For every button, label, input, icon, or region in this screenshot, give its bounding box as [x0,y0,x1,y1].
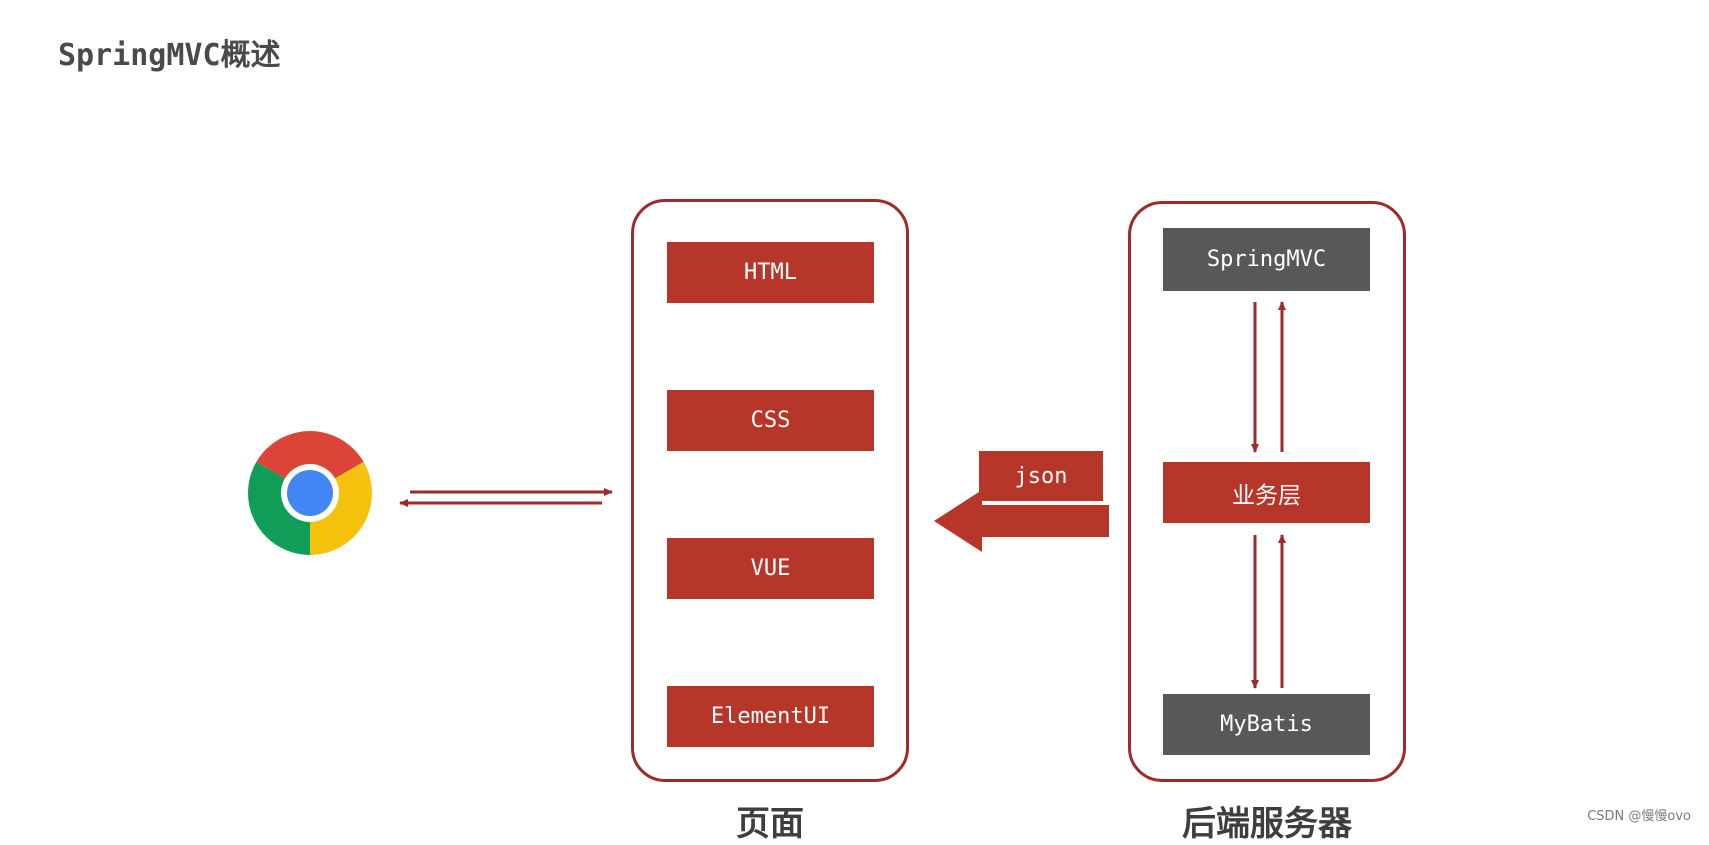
page-title: SpringMVC概述 [58,38,281,73]
chrome-browser-icon [248,431,372,555]
frontend-group-frame [631,199,909,782]
service-layer-box: 业务层 [1163,462,1370,523]
frontend-label: 页面 [736,804,804,844]
springmvc-box: SpringMVC [1163,228,1370,291]
backend-label: 后端服务器 [1182,804,1352,844]
json-response-arrow [934,490,1109,552]
css-box: CSS [667,390,874,451]
html-box: HTML [667,242,874,303]
source-watermark: CSDN @慢慢ovo [1587,809,1691,824]
json-label-box: json [979,451,1103,501]
backend-group-frame [1128,201,1406,782]
mybatis-box: MyBatis [1163,694,1370,755]
elementui-box: ElementUI [667,686,874,747]
vue-box: VUE [667,538,874,599]
